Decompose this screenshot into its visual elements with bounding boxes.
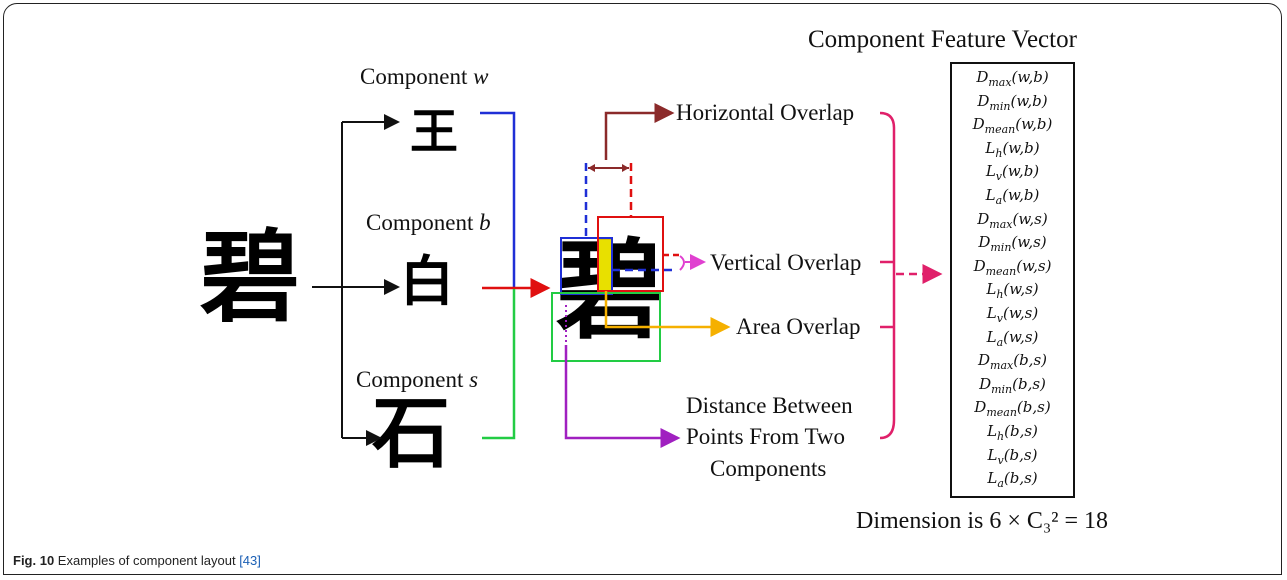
vertical-overlap-label: Vertical Overlap — [710, 250, 862, 275]
area-overlap-label: Area Overlap — [736, 314, 861, 339]
feature-vector-entry: Lh(b,s) — [987, 422, 1038, 443]
caption-label: Fig. 10 — [13, 553, 55, 568]
feature-vector-entry: Dmean(w,s) — [973, 256, 1052, 278]
horizontal-overlap-label: Horizontal Overlap — [676, 100, 855, 125]
feature-vector-title: Component Feature Vector — [808, 26, 1077, 53]
feature-vector-entry: Dmax(w,b) — [976, 68, 1049, 89]
feature-vector-entry: Lv(w,b) — [985, 162, 1040, 184]
feature-vector-entry: Dmax(b,s) — [977, 351, 1047, 373]
feature-vector-entry: Dmean(w,b) — [972, 115, 1053, 137]
area-overlap-pointer — [604, 291, 731, 337]
dimension-label: Dimension is 6 × C₃² = 18 — [856, 508, 1108, 534]
figure-frame — [3, 3, 1282, 575]
overlap-highlight — [597, 238, 613, 292]
component-b-label: Component b — [366, 210, 491, 235]
distance-label-line2: Points From Two — [686, 424, 846, 449]
component-s-label: Component s — [356, 367, 479, 392]
feature-vector-entry: Dmax(w,s) — [977, 209, 1048, 231]
feature-vector-entry: Lv(b,s) — [987, 445, 1038, 467]
component-s-glyph: 石 — [372, 389, 451, 479]
distance-label-line3: Components — [710, 456, 827, 481]
feature-vector-box: Dmax(w,b)Dmin(w,b)Dmean(w,b)Lh(w,b)Lv(w,… — [950, 62, 1075, 498]
caption-reference-link[interactable]: [43] — [239, 553, 261, 568]
w-connector — [480, 111, 516, 288]
distance-pointer — [564, 345, 681, 448]
feature-vector-entry: Lh(w,s) — [986, 280, 1039, 302]
feature-vector-entry: Dmin(b,s) — [979, 374, 1046, 396]
feature-vector-entry: La(w,b) — [985, 186, 1040, 207]
feature-vector-entry: Lh(w,b) — [985, 138, 1040, 160]
feature-bracket — [879, 111, 896, 440]
feature-vector-entry: La(w,s) — [986, 327, 1039, 349]
feature-vector-entry: Lv(w,s) — [986, 304, 1039, 325]
whole-character: 碧 — [200, 219, 300, 336]
component-w-glyph: 王 — [410, 104, 459, 160]
split-arrows — [312, 114, 400, 446]
feature-vector-entry: Dmin(w,b) — [977, 91, 1048, 113]
feature-vector-entry: Dmean(b,s) — [974, 398, 1051, 420]
component-w-label: Component w — [360, 64, 489, 89]
feature-vector-entry: La(b,s) — [987, 469, 1038, 491]
caption-text: Examples of component layout — [54, 553, 240, 568]
horizontal-overlap-pointer — [604, 103, 675, 160]
figure-caption: Fig. 10 Examples of component layout [43… — [13, 553, 261, 568]
component-b-glyph: 白 — [400, 250, 454, 313]
s-connector — [482, 289, 516, 440]
feature-vector-entry: Dmin(w,s) — [978, 233, 1047, 255]
distance-label-line1: Distance Between — [686, 393, 853, 418]
